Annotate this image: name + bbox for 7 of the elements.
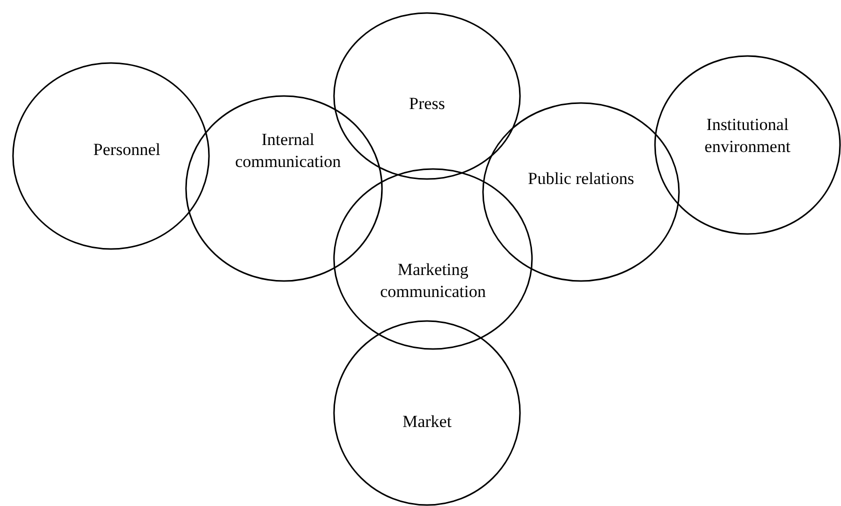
circle-label: Public relations: [526, 168, 636, 190]
circle-label: Market: [401, 411, 453, 434]
circle-label: Press: [408, 93, 446, 116]
circle-label: Marketing communication: [379, 258, 487, 303]
circle-label: Personnel: [92, 139, 162, 162]
circle-label: Institutional environment: [704, 114, 792, 158]
circle-label: Internal communication: [234, 129, 342, 174]
